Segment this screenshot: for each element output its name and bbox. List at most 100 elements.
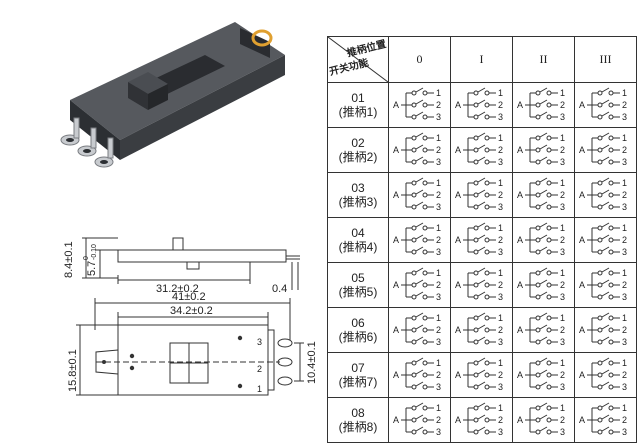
terminal-label-1: 1 [622, 88, 627, 98]
terminal-label-1: 1 [560, 178, 565, 188]
terminal-label-2: 2 [622, 415, 627, 425]
terminal-label-2: 2 [622, 190, 627, 200]
terminal-label-3: 3 [436, 337, 441, 347]
row-header: 04(推柄4) [327, 217, 389, 263]
terminal-label-3: 3 [498, 247, 503, 257]
terminal-label-1: 1 [498, 223, 503, 233]
terminal-label-1: 1 [622, 358, 627, 368]
terminal-label-3: 3 [622, 337, 627, 347]
dimension-drawing: 8.4±0.1 5.7 0 -0.10 31.2±0.2 0.4 41±0.2 … [63, 237, 318, 396]
terminal-label-common: A [579, 100, 585, 110]
row-code: 06 [351, 316, 365, 330]
terminal-label-3: 3 [622, 427, 627, 437]
top-view-body [117, 324, 269, 396]
terminal-label-2: 2 [498, 145, 503, 155]
terminal-label-2: 2 [436, 280, 441, 290]
terminal-label-1: 1 [498, 88, 503, 98]
terminal-label-3: 3 [622, 247, 627, 257]
terminal-label-2: 2 [560, 100, 565, 110]
side-view-body [117, 249, 287, 263]
terminal-label-2: 2 [498, 100, 503, 110]
pin-label-3: 3 [257, 337, 262, 347]
terminal-label-2: 2 [560, 370, 565, 380]
terminal-label-1: 1 [560, 358, 565, 368]
terminal-label-2: 2 [436, 190, 441, 200]
row-code: 07 [351, 361, 365, 375]
terminal-label-3: 3 [560, 112, 565, 122]
terminal-label-common: A [517, 325, 523, 335]
terminal-label-3: 3 [498, 382, 503, 392]
terminal-label-3: 3 [560, 292, 565, 302]
pin-label-1: 1 [257, 384, 262, 394]
terminal-label-2: 2 [436, 145, 441, 155]
terminal-label-1: 1 [436, 223, 441, 233]
terminal-label-1: 1 [560, 133, 565, 143]
terminal-label-3: 3 [436, 292, 441, 302]
row-name: (推柄5) [338, 285, 378, 299]
terminal-label-common: A [455, 280, 461, 290]
slider-knob[interactable] [128, 72, 168, 94]
terminal-label-2: 2 [436, 100, 441, 110]
terminal-label-1: 1 [436, 133, 441, 143]
row-header: 03(推柄3) [327, 172, 389, 218]
terminal-label-2: 2 [560, 145, 565, 155]
terminal-label-common: A [579, 145, 585, 155]
position-header-2: II [512, 36, 575, 83]
terminal-label-common: A [517, 100, 523, 110]
terminal-label-common: A [393, 100, 399, 110]
terminal-label-2: 2 [436, 415, 441, 425]
row-name: (推柄7) [338, 375, 378, 389]
terminal-label-3: 3 [498, 202, 503, 212]
row-code: 08 [351, 406, 365, 420]
terminal-label-1: 1 [436, 313, 441, 323]
terminal-label-common: A [579, 190, 585, 200]
terminal-label-common: A [455, 190, 461, 200]
terminal-label-2: 2 [560, 190, 565, 200]
terminal-label-2: 2 [560, 235, 565, 245]
row-name: (推柄4) [338, 240, 378, 254]
terminal-label-common: A [455, 100, 461, 110]
terminal-label-common: A [517, 190, 523, 200]
terminal-label-common: A [579, 325, 585, 335]
row-header: 01(推柄1) [327, 82, 389, 128]
terminal-label-common: A [455, 325, 461, 335]
terminal-label-3: 3 [560, 157, 565, 167]
position-header-1: I [450, 36, 513, 83]
row-name: (推柄3) [338, 195, 378, 209]
terminal-label-1: 1 [436, 178, 441, 188]
terminal-label-1: 1 [622, 313, 627, 323]
terminal-label-3: 3 [498, 427, 503, 437]
terminal-label-3: 3 [622, 382, 627, 392]
row-name: (推柄8) [338, 420, 378, 434]
row-header: 07(推柄7) [327, 352, 389, 398]
dim-body-length: 34.2±0.2 [170, 305, 213, 317]
dim-pin-thickness: 0.4 [272, 283, 287, 295]
